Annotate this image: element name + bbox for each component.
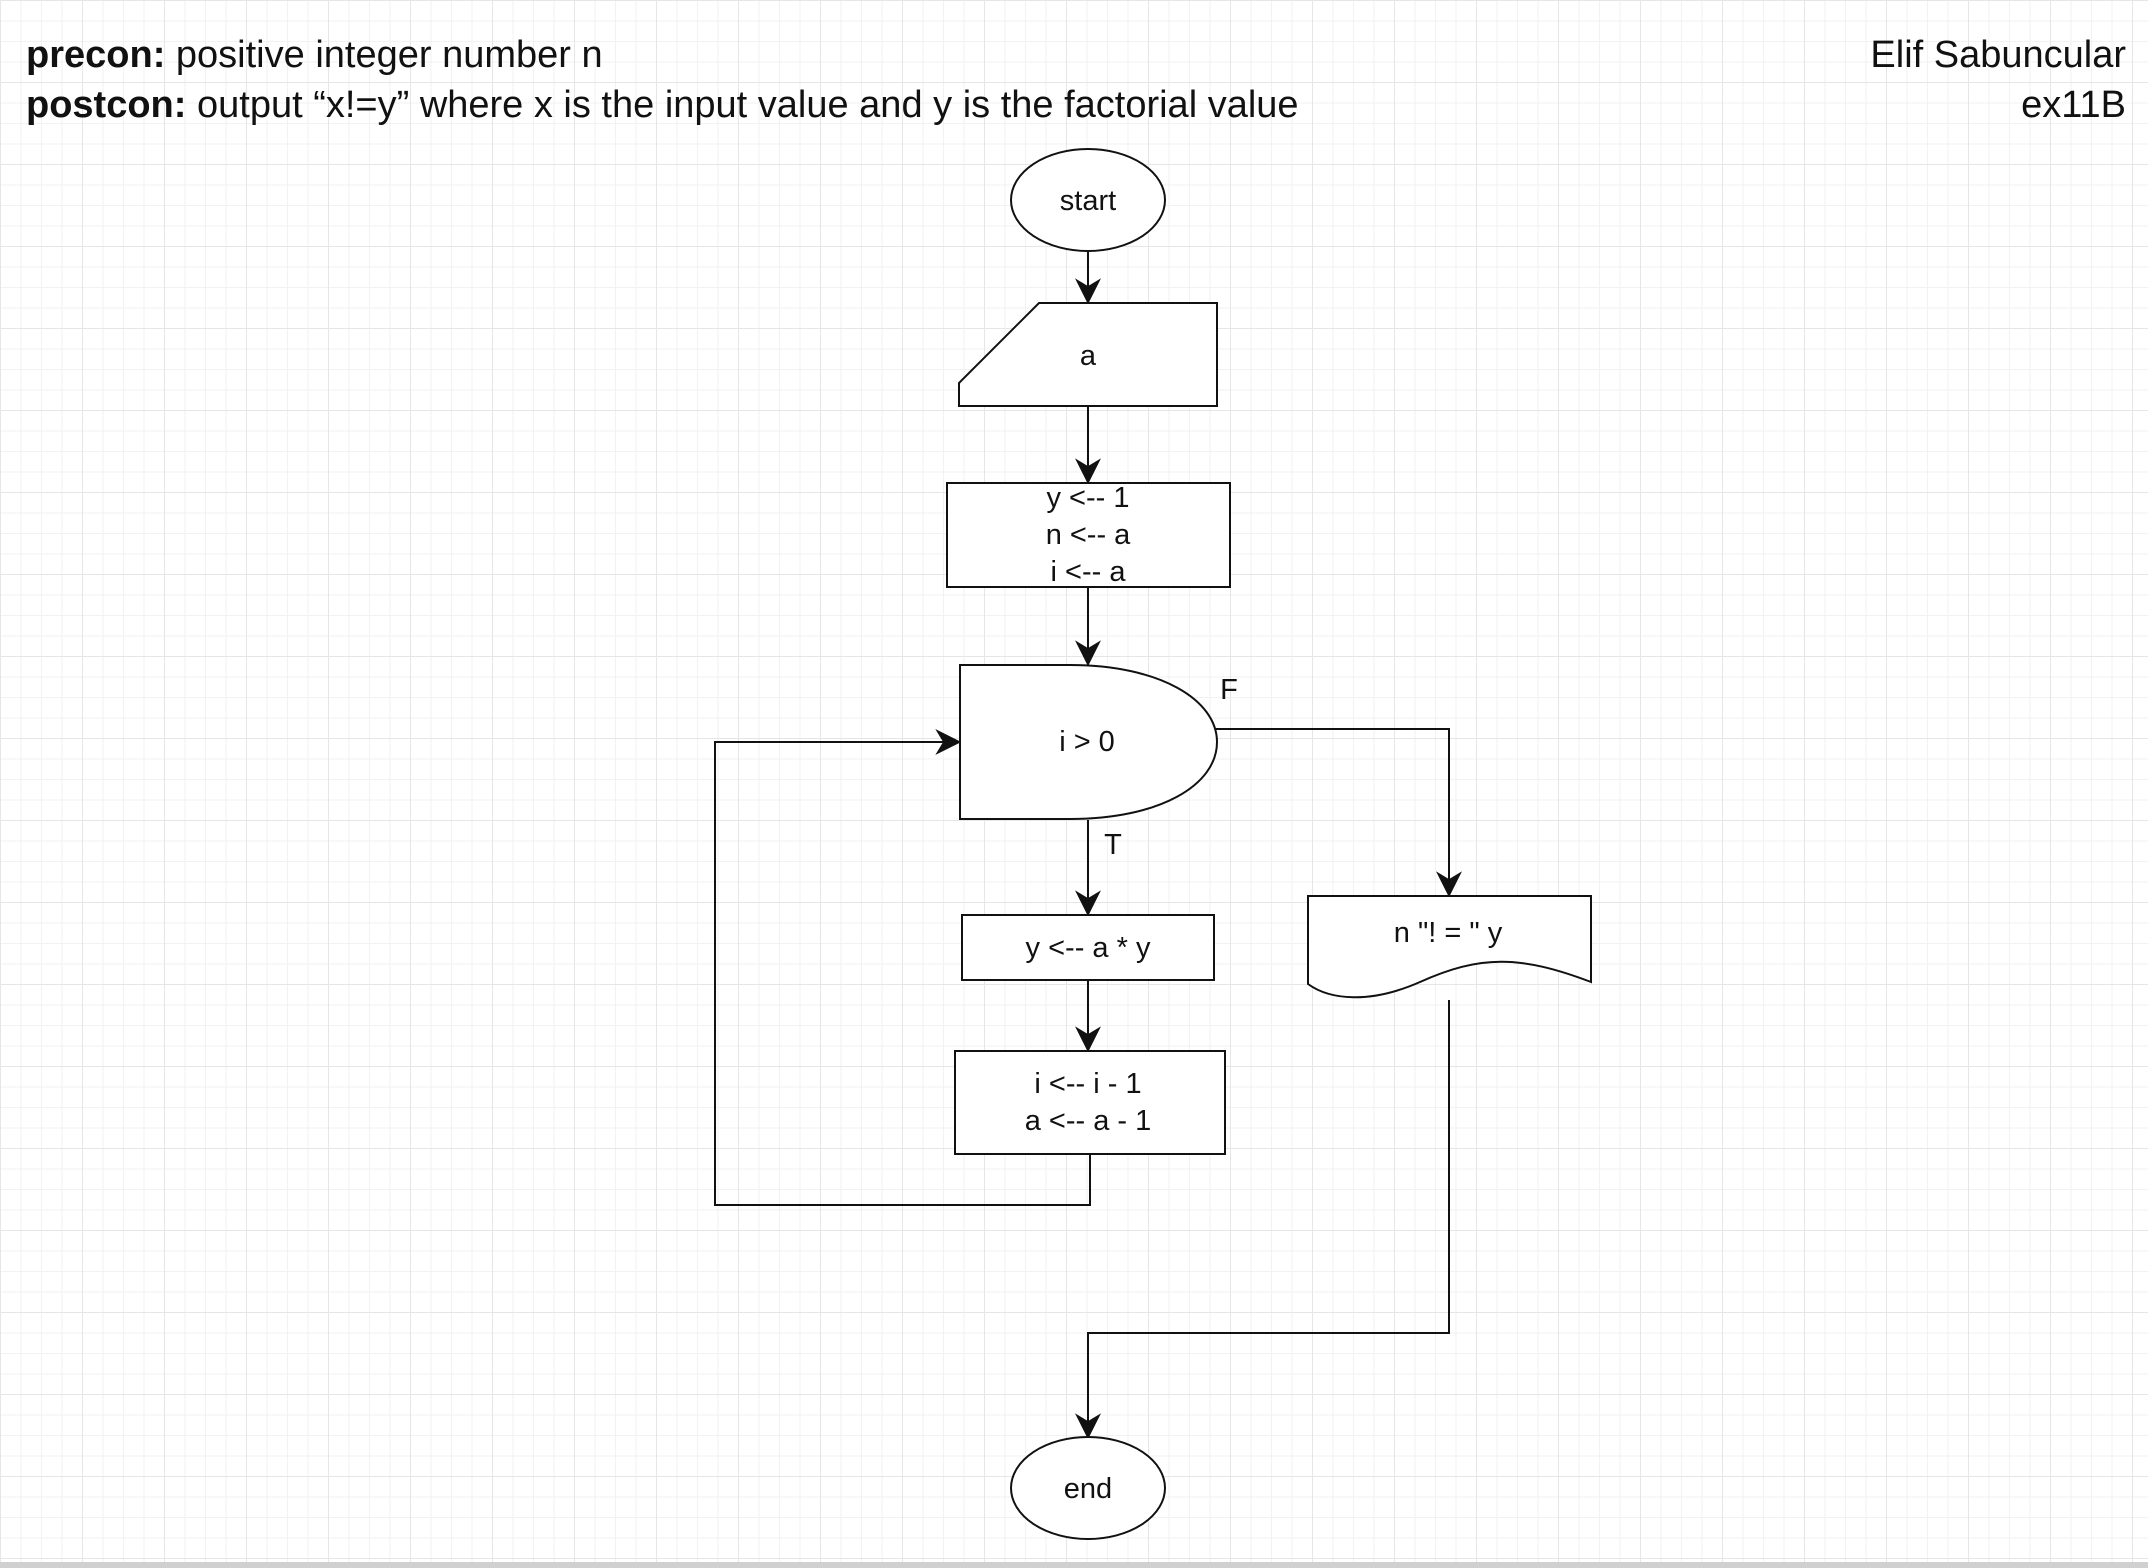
decrement-line-1: i <-- i - 1: [1034, 1068, 1141, 1100]
author-header: Elif Sabuncular ex11B: [1870, 30, 2126, 130]
connectors: [714, 252, 1462, 1440]
start-label: start: [1060, 185, 1116, 217]
output-label: n "! = " y: [1394, 917, 1503, 949]
multiply-label: y <-- a * y: [1026, 932, 1151, 964]
postcondition-line: postcon: output “x!=y” where x is the in…: [26, 80, 1299, 130]
init-line-3: i <-- a: [1051, 556, 1127, 588]
exercise-id: ex11B: [2021, 84, 2126, 126]
arrow-false-branch: [1216, 728, 1462, 898]
decrement-line-2: a <-- a - 1: [1025, 1105, 1152, 1137]
precondition-line: precon: positive integer number n: [26, 30, 1299, 80]
author-name: Elif Sabuncular: [1870, 34, 2126, 76]
multiply-process: [961, 914, 1215, 981]
false-branch-label: F: [1220, 674, 1238, 706]
conditions-header: precon: positive integer number n postco…: [26, 30, 1299, 130]
input-label: a: [1080, 340, 1097, 372]
init-process: [946, 482, 1231, 588]
precondition-label: precon:: [26, 34, 166, 76]
postcondition-text: output “x!=y” where x is the input value…: [186, 84, 1299, 126]
start-terminal: [1010, 148, 1166, 252]
decrement-process: [954, 1050, 1226, 1155]
init-line-1: y <-- 1: [1047, 482, 1130, 514]
true-branch-label: T: [1104, 829, 1122, 861]
precondition-text: positive integer number n: [165, 34, 603, 76]
decision-label: i > 0: [1059, 726, 1115, 758]
end-terminal: [1010, 1436, 1166, 1540]
postcondition-label: postcon:: [26, 84, 187, 126]
decision-shape: [959, 664, 1219, 820]
arrow-loop-back: [714, 729, 1091, 1206]
end-label: end: [1064, 1473, 1112, 1505]
output-document: [1307, 895, 1592, 999]
arrow-output-to-end: [1075, 1000, 1450, 1440]
bottom-edge: [0, 1562, 2148, 1568]
init-line-2: n <-- a: [1046, 519, 1131, 551]
input-shape: [958, 302, 1218, 407]
